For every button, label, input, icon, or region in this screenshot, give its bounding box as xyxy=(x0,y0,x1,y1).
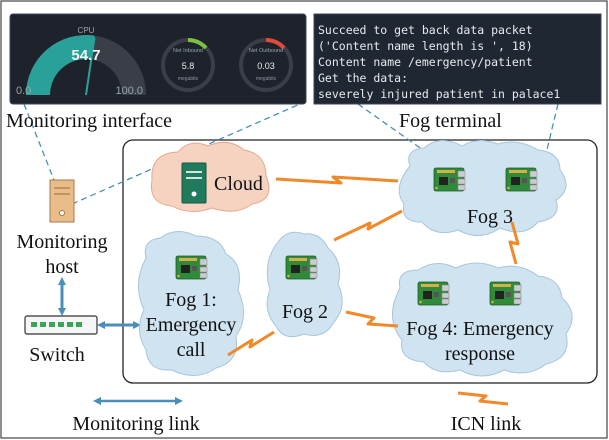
server-icon xyxy=(181,162,207,204)
monitoring-host-label-1: Monitoring xyxy=(16,231,107,253)
raspberry-pi-board-icon xyxy=(489,281,522,306)
icn-link-fog3-fog4 xyxy=(508,221,520,265)
server-icon xyxy=(49,179,75,223)
monitoring-interface-caption: Monitoring interface xyxy=(6,110,172,132)
raspberry-pi-board-icon xyxy=(505,167,538,192)
fog4-label-2: response xyxy=(445,343,515,365)
fog2-label: Fog 2 xyxy=(282,301,328,323)
icn-link-fog1-fog2 xyxy=(227,330,275,357)
net-inbound-gauge: Net Inbound 5.8 megabits xyxy=(161,38,215,92)
terminal-line-3: Content name /emergency/patient xyxy=(318,55,533,69)
terminal-line-2: ('Content name length is ', 18) xyxy=(318,39,533,53)
legend-monitoring-link-label: Monitoring link xyxy=(72,413,199,435)
net-inbound-value: 5.8 xyxy=(182,61,195,71)
monitoring-host: Monitoring host xyxy=(16,179,108,278)
fog1-cloud xyxy=(138,231,244,376)
raspberry-pi-board-icon xyxy=(417,281,450,306)
net-outbound-label: Net Outbound xyxy=(249,48,283,54)
legend-icn-link-line xyxy=(457,391,509,406)
fog3-label: Fog 3 xyxy=(467,206,513,228)
fog1-node: Fog 1: Emergency call xyxy=(146,255,237,361)
raspberry-pi-board-icon xyxy=(285,255,318,280)
monitoring-host-label-2: host xyxy=(45,256,79,278)
cpu-max: 100.0 xyxy=(115,85,143,97)
icn-link-fog2-fog3 xyxy=(333,209,403,242)
cpu-gauge-fill xyxy=(26,35,95,95)
cpu-min: 0.0 xyxy=(16,85,31,97)
cloud-label: Cloud xyxy=(214,173,263,195)
icn-link-cloud-fog3 xyxy=(275,175,399,185)
fog2-node: Fog 2 xyxy=(282,255,328,323)
fog-terminal-caption: Fog terminal xyxy=(399,110,502,132)
fog4-node: Fog 4: Emergency response xyxy=(406,281,554,365)
cloud-node: Cloud xyxy=(181,162,263,204)
net-inbound-unit: megabits xyxy=(178,76,199,82)
cpu-label: CPU xyxy=(78,26,95,35)
cpu-value: 54.7 xyxy=(71,47,100,64)
net-outbound-value: 0.03 xyxy=(257,61,275,71)
terminal-line-5: severely injured patient in palace1 xyxy=(318,87,560,101)
switch: Switch xyxy=(24,315,98,366)
fog-terminal: Succeed to get back data packet ('Conten… xyxy=(313,13,602,105)
fog-network-box xyxy=(122,139,598,384)
net-outbound-unit: megabits xyxy=(256,76,277,82)
cpu-needle xyxy=(85,37,96,96)
monitoring-panel: CPU 54.7 0.0 100.0 Net Inbound 5.8 megab… xyxy=(9,13,307,105)
fog3-cloud xyxy=(398,140,567,236)
legend-icn-link-label: ICN link xyxy=(451,413,522,435)
fog1-label-1: Fog 1: xyxy=(165,289,217,311)
fog1-label-3: call xyxy=(177,339,206,361)
legend: Monitoring link ICN link xyxy=(72,391,522,435)
fog4-label-1: Fog 4: Emergency xyxy=(406,318,553,340)
terminal-line-4: Get the data: xyxy=(318,71,408,85)
terminal-line-1: Succeed to get back data packet xyxy=(318,23,533,37)
network-switch-icon xyxy=(24,315,98,335)
icn-links xyxy=(227,175,520,357)
switch-label: Switch xyxy=(29,344,85,366)
net-outbound-gauge: Net Outbound 0.03 megabits xyxy=(239,38,293,92)
fog3-node: Fog 3 xyxy=(433,167,538,228)
raspberry-pi-board-icon xyxy=(175,255,208,280)
fog1-label-2: Emergency xyxy=(146,314,237,336)
net-inbound-label: Net Inbound xyxy=(173,48,203,54)
raspberry-pi-board-icon xyxy=(433,167,466,192)
icn-link-fog2-fog4 xyxy=(345,310,399,328)
cpu-gauge: CPU 54.7 0.0 100.0 xyxy=(16,26,146,97)
cloud-bubble xyxy=(150,141,270,212)
